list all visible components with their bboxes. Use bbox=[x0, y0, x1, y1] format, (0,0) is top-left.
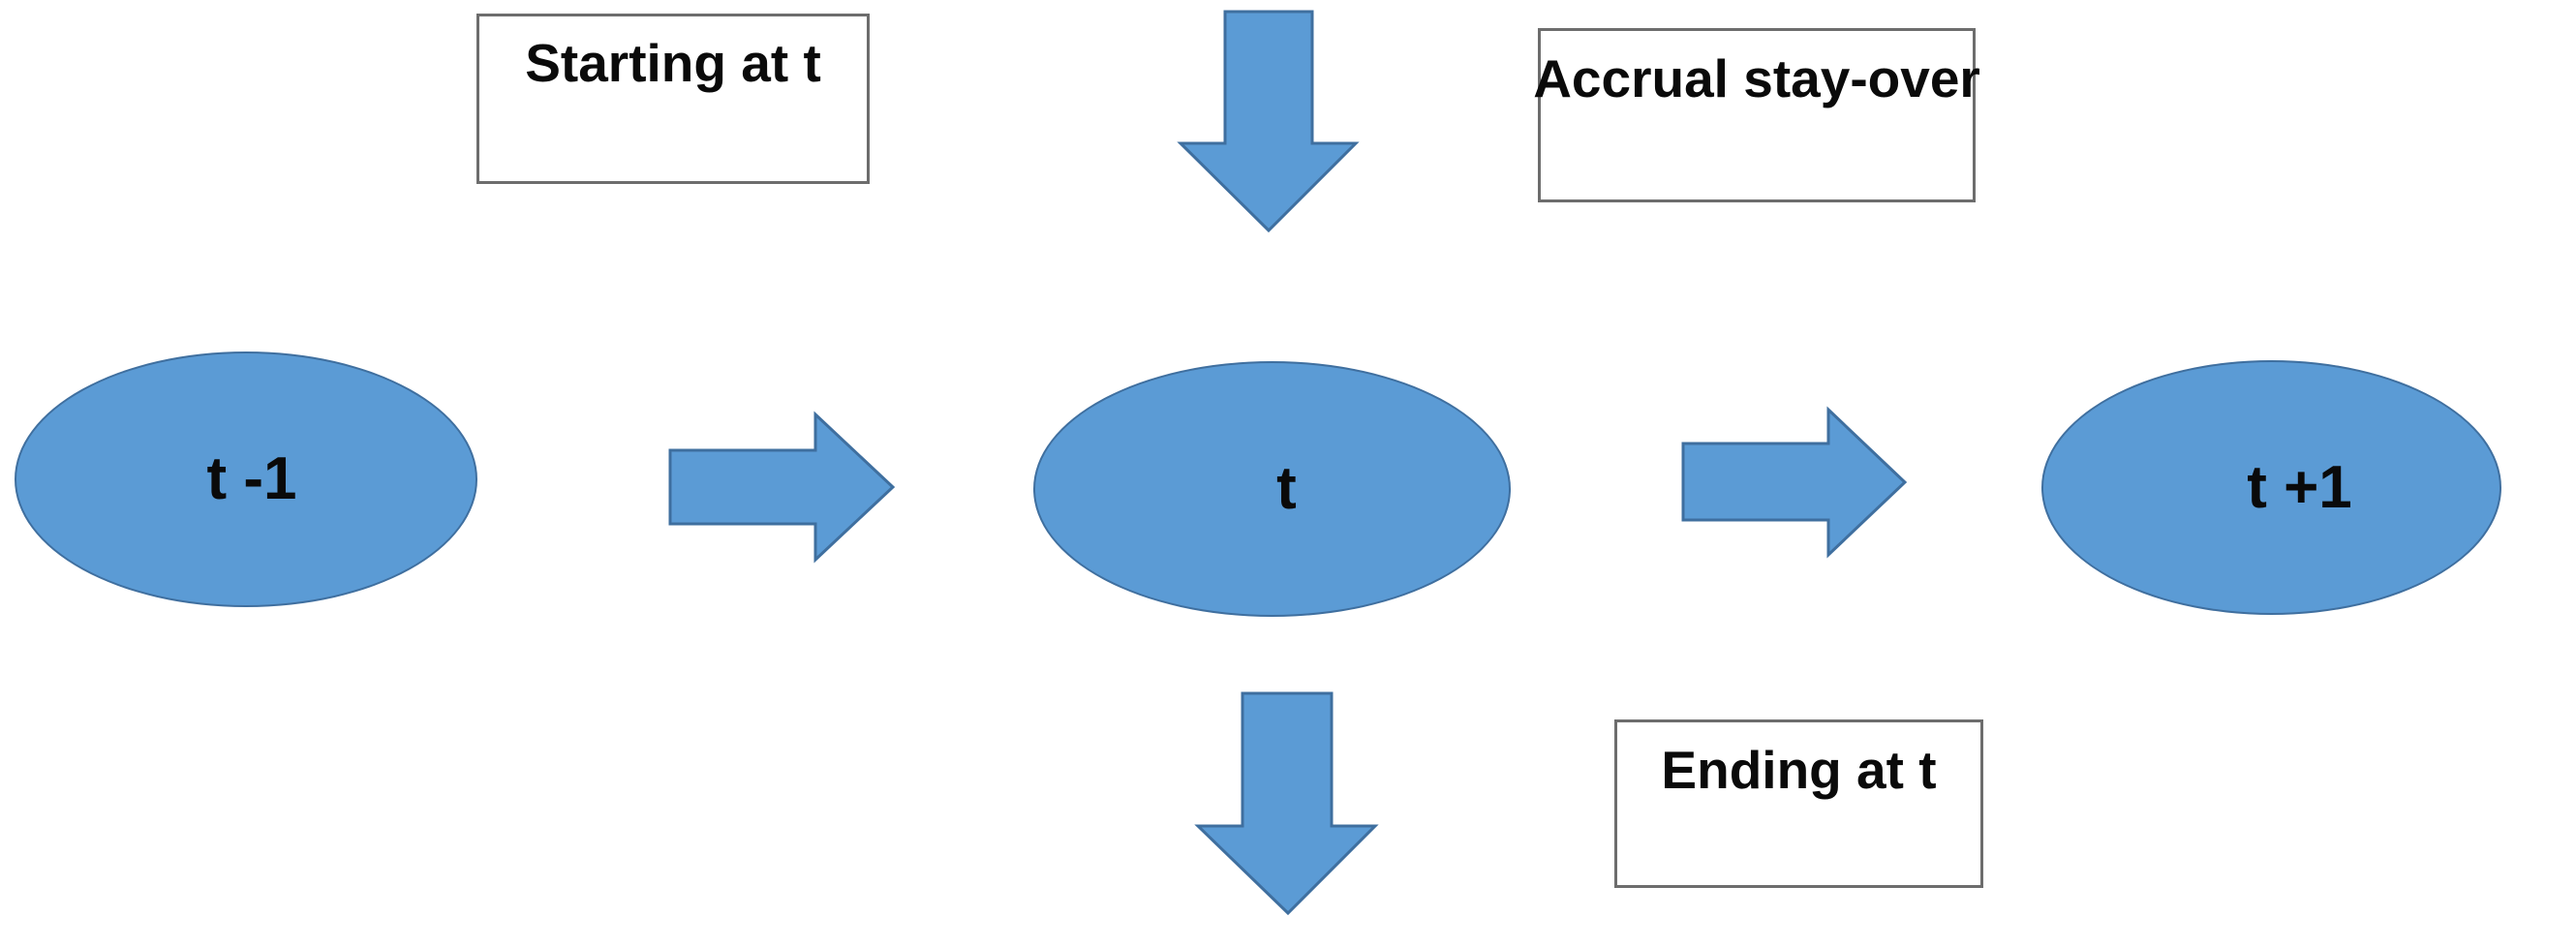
node-ellipse-t-minus-1-label: t -1 bbox=[206, 445, 297, 512]
node-ellipse-t-plus-1[interactable]: t +1 bbox=[2041, 360, 2501, 615]
label-box-ending-at-t-text: Ending at t bbox=[1661, 740, 1937, 800]
label-box-starting-at-t[interactable]: Starting at t bbox=[476, 14, 870, 184]
label-box-accrual-stay-over[interactable]: Accrual stay-over bbox=[1533, 28, 1980, 202]
node-ellipse-t-minus-1[interactable]: t -1 bbox=[15, 352, 477, 607]
arrow-down-icon bbox=[1177, 10, 1360, 233]
arrow-down-icon bbox=[1194, 691, 1379, 916]
node-ellipse-t-plus-1-label: t +1 bbox=[2247, 453, 2352, 521]
node-ellipse-t-label: t bbox=[1276, 455, 1297, 522]
arrow-right-icon bbox=[668, 410, 896, 565]
label-box-accrual-stay-over-text: Accrual stay-over bbox=[1533, 48, 1980, 108]
node-ellipse-t[interactable]: t bbox=[1033, 361, 1511, 617]
label-box-ending-at-t[interactable]: Ending at t bbox=[1614, 719, 1983, 888]
label-box-starting-at-t-text: Starting at t bbox=[525, 33, 821, 93]
arrow-right-icon bbox=[1681, 406, 1908, 559]
